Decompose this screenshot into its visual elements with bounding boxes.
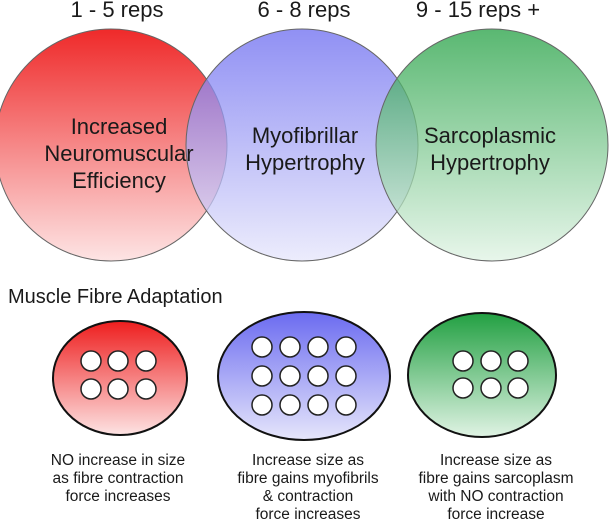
myofibril-dot <box>107 350 129 372</box>
myofibril-dot <box>80 378 102 400</box>
venn-label-line: Hypertrophy <box>245 150 365 175</box>
rep-range-low: 1 - 5 reps <box>70 0 164 22</box>
fibre-ellipse-neuromuscular <box>52 320 188 436</box>
myofibril-dot <box>507 350 529 372</box>
myofibril-dot <box>107 378 129 400</box>
venn-label-line: Myofibrillar <box>251 123 359 148</box>
myofibril-dot <box>452 350 474 372</box>
caption-line: as fibre contraction <box>52 470 184 487</box>
caption-line: NO increase in size <box>50 452 186 469</box>
caption-line: fibre gains myofibrils <box>237 470 379 487</box>
myofibril-dot <box>452 377 474 399</box>
caption-sarcoplasmic: Increase size as fibre gains sarcoplasm … <box>396 452 596 524</box>
caption-line: & contraction <box>262 488 354 505</box>
venn-label-sarcoplasmic: Sarcoplasmic Hypertrophy <box>400 122 580 176</box>
venn-label-line: Efficiency <box>72 168 166 193</box>
caption-myofibrillar: Increase size as fibre gains myofibrils … <box>208 452 408 524</box>
caption-line: force increases <box>255 506 361 523</box>
myofibril-dot <box>507 377 529 399</box>
fibre-ellipse-myofibrillar <box>217 311 391 441</box>
venn-circle-sarcoplasmic <box>375 28 609 262</box>
venn-label-line: Sarcoplasmic <box>423 123 557 148</box>
myofibril-dot <box>335 336 357 358</box>
venn-label-line: Increased <box>70 114 168 139</box>
rep-range-mid: 6 - 8 reps <box>257 0 351 22</box>
caption-line: with NO contraction <box>428 488 564 505</box>
venn-label-line: Neuromuscular <box>44 141 194 166</box>
caption-line: Increase size as <box>440 452 552 469</box>
myofibrils-sarcoplasmic <box>452 350 529 399</box>
myofibrils-neuromuscular <box>80 350 157 400</box>
myofibril-dot <box>480 377 502 399</box>
myofibril-dot <box>251 394 273 416</box>
venn-label-myofibrillar: Myofibrillar Hypertrophy <box>215 122 395 176</box>
section-subtitle: Muscle Fibre Adaptation <box>8 286 223 308</box>
caption-neuromuscular: NO increase in size as fibre contraction… <box>18 452 218 506</box>
myofibril-dot <box>307 394 329 416</box>
myofibril-dot <box>251 365 273 387</box>
myofibril-dot <box>80 350 102 372</box>
myofibril-dot <box>279 365 301 387</box>
myofibril-dot <box>480 350 502 372</box>
myofibril-dot <box>279 394 301 416</box>
myofibril-dot <box>135 350 157 372</box>
myofibril-dot <box>307 365 329 387</box>
venn-label-neuromuscular: Increased Neuromuscular Efficiency <box>8 113 230 194</box>
myofibril-dot <box>135 378 157 400</box>
myofibril-dot <box>335 365 357 387</box>
myofibrils-myofibrillar <box>251 336 357 416</box>
rep-range-high: 9 - 15 reps + <box>415 0 541 22</box>
caption-line: Increase size as <box>252 452 364 469</box>
caption-line: fibre gains sarcoplasm <box>418 470 574 487</box>
myofibril-dot <box>335 394 357 416</box>
caption-line: force increase <box>447 506 545 523</box>
caption-line: force increases <box>65 488 171 505</box>
myofibril-dot <box>307 336 329 358</box>
myofibril-dot <box>251 336 273 358</box>
myofibril-dot <box>279 336 301 358</box>
venn-label-line: Hypertrophy <box>430 150 550 175</box>
fibre-ellipse-sarcoplasmic <box>407 312 557 438</box>
